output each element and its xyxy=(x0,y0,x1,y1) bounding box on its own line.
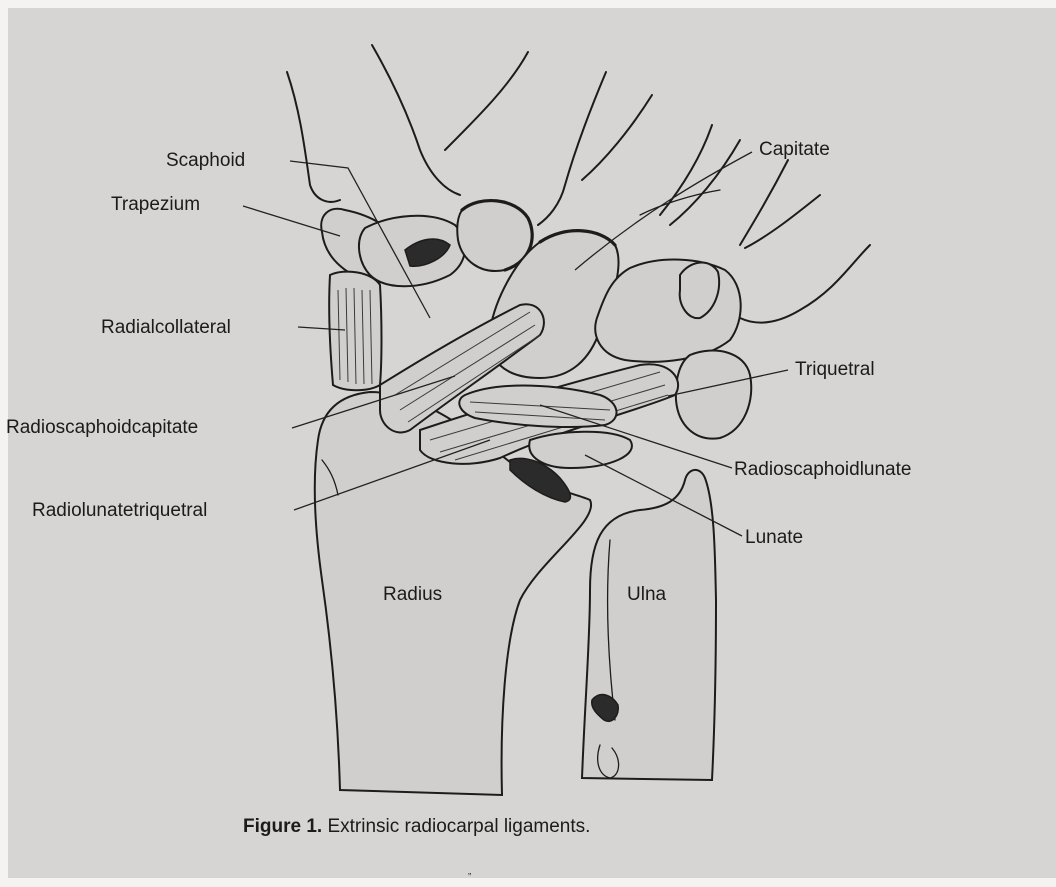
caption-text: Extrinsic radiocarpal ligaments. xyxy=(327,816,590,837)
label-radioscaphoidcapitate: Radioscaphoidcapitate xyxy=(6,418,198,437)
ulna-bone xyxy=(582,470,716,780)
label-trapezium: Trapezium xyxy=(111,195,200,214)
label-capitate: Capitate xyxy=(759,140,830,159)
page-mark: ” xyxy=(468,872,471,883)
label-ulna: Ulna xyxy=(627,585,666,604)
label-radioscaphoidlunate: Radioscaphoidlunate xyxy=(734,460,911,479)
label-radius: Radius xyxy=(383,585,442,604)
caption-number: Figure 1. xyxy=(243,816,322,837)
scaphoid-bone xyxy=(359,216,465,286)
figure-caption: Figure 1. Extrinsic radiocarpal ligament… xyxy=(243,816,590,838)
label-radialcollateral: Radialcollateral xyxy=(101,318,231,337)
label-radiolunatetriquetral: Radiolunatetriquetral xyxy=(32,501,207,520)
label-scaphoid: Scaphoid xyxy=(166,151,245,170)
triquetral-bone xyxy=(676,351,751,439)
radialcollateral-ligament xyxy=(329,272,381,391)
label-lunate: Lunate xyxy=(745,528,803,547)
label-triquetral: Triquetral xyxy=(795,360,875,379)
